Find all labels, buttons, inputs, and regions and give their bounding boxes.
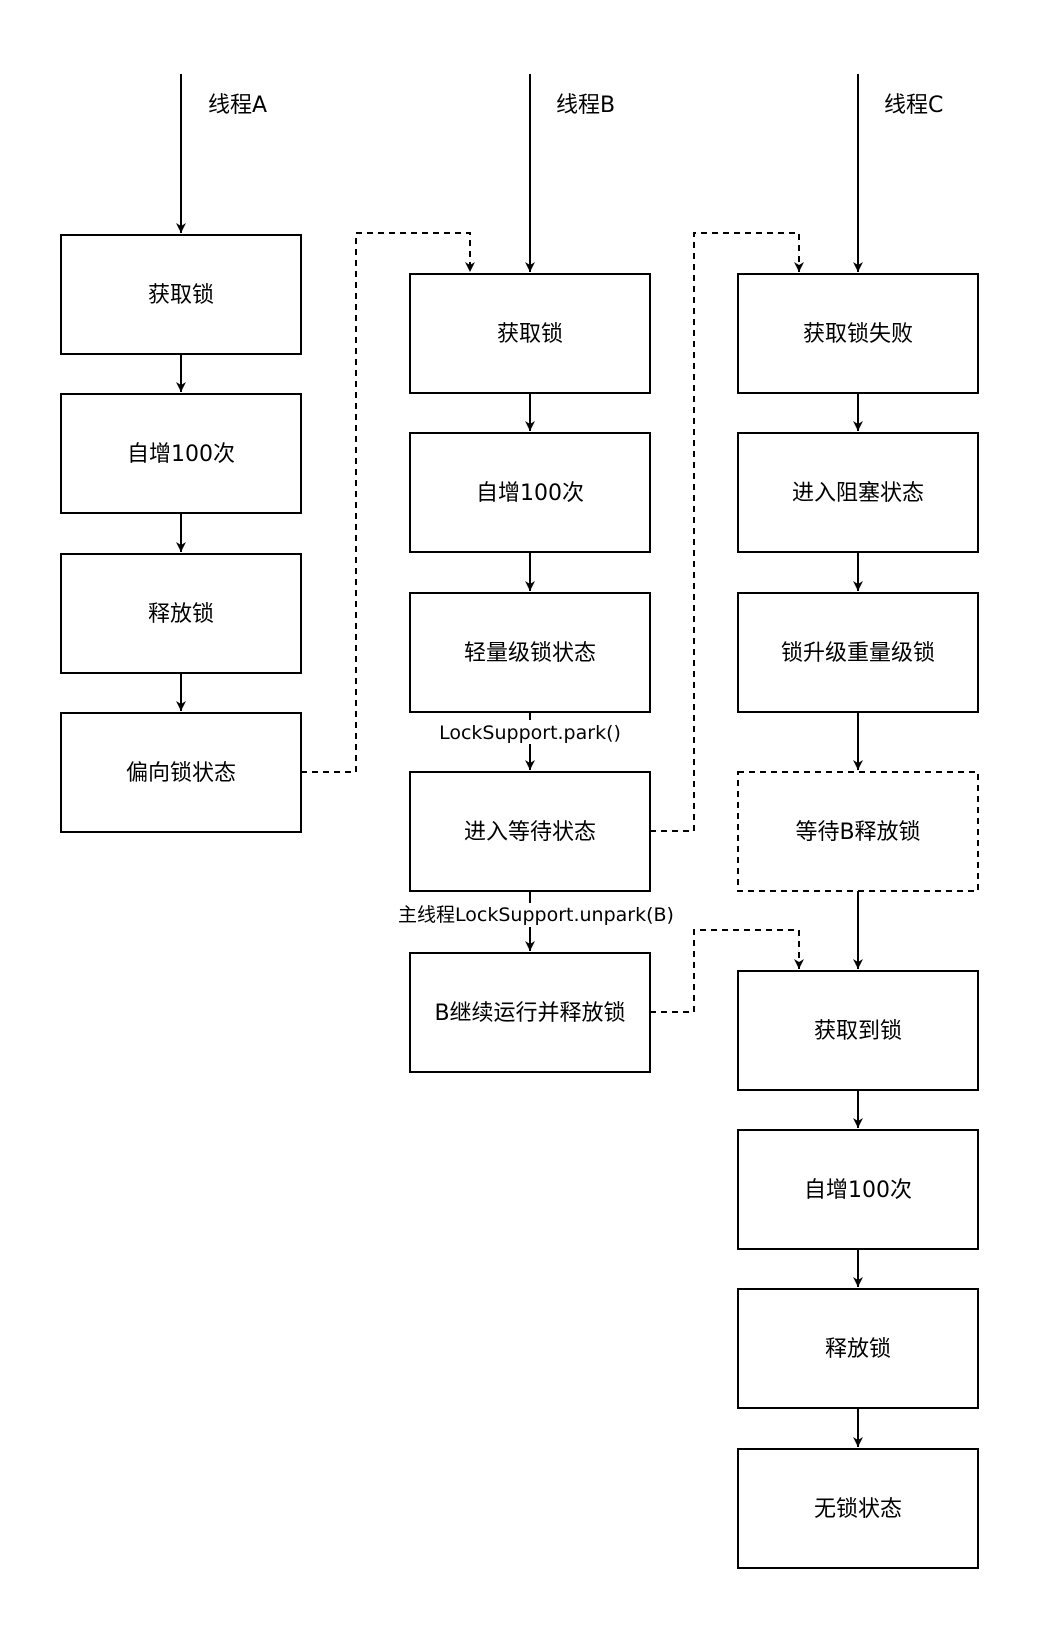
node-a4: 偏向锁状态 xyxy=(60,712,302,833)
node-a1-label: 获取锁 xyxy=(148,283,214,308)
node-c6-label: 自增100次 xyxy=(804,1178,912,1203)
node-a1: 获取锁 xyxy=(60,234,302,355)
node-b5-label: B继续运行并释放锁 xyxy=(434,1001,625,1026)
node-b4-label: 进入等待状态 xyxy=(464,820,596,845)
thread-a-label: 线程A xyxy=(208,93,267,118)
node-c1-label: 获取锁失败 xyxy=(803,322,913,347)
node-c5-label: 获取到锁 xyxy=(814,1019,902,1044)
node-c7: 释放锁 xyxy=(737,1288,979,1409)
node-a3: 释放锁 xyxy=(60,553,302,674)
node-c2-label: 进入阻塞状态 xyxy=(792,481,924,506)
node-b1-label: 获取锁 xyxy=(497,322,563,347)
node-a2-label: 自增100次 xyxy=(127,442,235,467)
dashed-arrow-b5-c5 xyxy=(650,929,804,1013)
node-b1: 获取锁 xyxy=(409,273,651,394)
dashed-arrow-b4-c1 xyxy=(650,232,804,832)
dashed-arrow-a4-b1 xyxy=(301,232,475,773)
node-c4: 等待B释放锁 xyxy=(737,771,979,892)
node-a2: 自增100次 xyxy=(60,393,302,514)
node-c8: 无锁状态 xyxy=(737,1448,979,1569)
thread-b-label: 线程B xyxy=(556,93,615,118)
node-c8-label: 无锁状态 xyxy=(814,1497,902,1522)
thread-c-label: 线程C xyxy=(884,93,943,118)
node-b5: B继续运行并释放锁 xyxy=(409,952,651,1073)
node-b3-label: 轻量级锁状态 xyxy=(464,641,596,666)
node-c2: 进入阻塞状态 xyxy=(737,432,979,553)
node-b2: 自增100次 xyxy=(409,432,651,553)
node-c7-label: 释放锁 xyxy=(825,1337,891,1362)
node-a4-label: 偏向锁状态 xyxy=(126,761,236,786)
edge-label-unpark: 主线程LockSupport.unpark(B) xyxy=(398,904,674,926)
edge-label-park: LockSupport.park() xyxy=(439,722,621,744)
node-b4: 进入等待状态 xyxy=(409,771,651,892)
node-c4-label: 等待B释放锁 xyxy=(795,820,920,845)
node-a3-label: 释放锁 xyxy=(148,602,214,627)
node-c6: 自增100次 xyxy=(737,1129,979,1250)
node-c3: 锁升级重量级锁 xyxy=(737,592,979,713)
node-c3-label: 锁升级重量级锁 xyxy=(781,641,935,666)
node-b2-label: 自增100次 xyxy=(476,481,584,506)
node-b3: 轻量级锁状态 xyxy=(409,592,651,713)
node-c5: 获取到锁 xyxy=(737,970,979,1091)
node-c1: 获取锁失败 xyxy=(737,273,979,394)
